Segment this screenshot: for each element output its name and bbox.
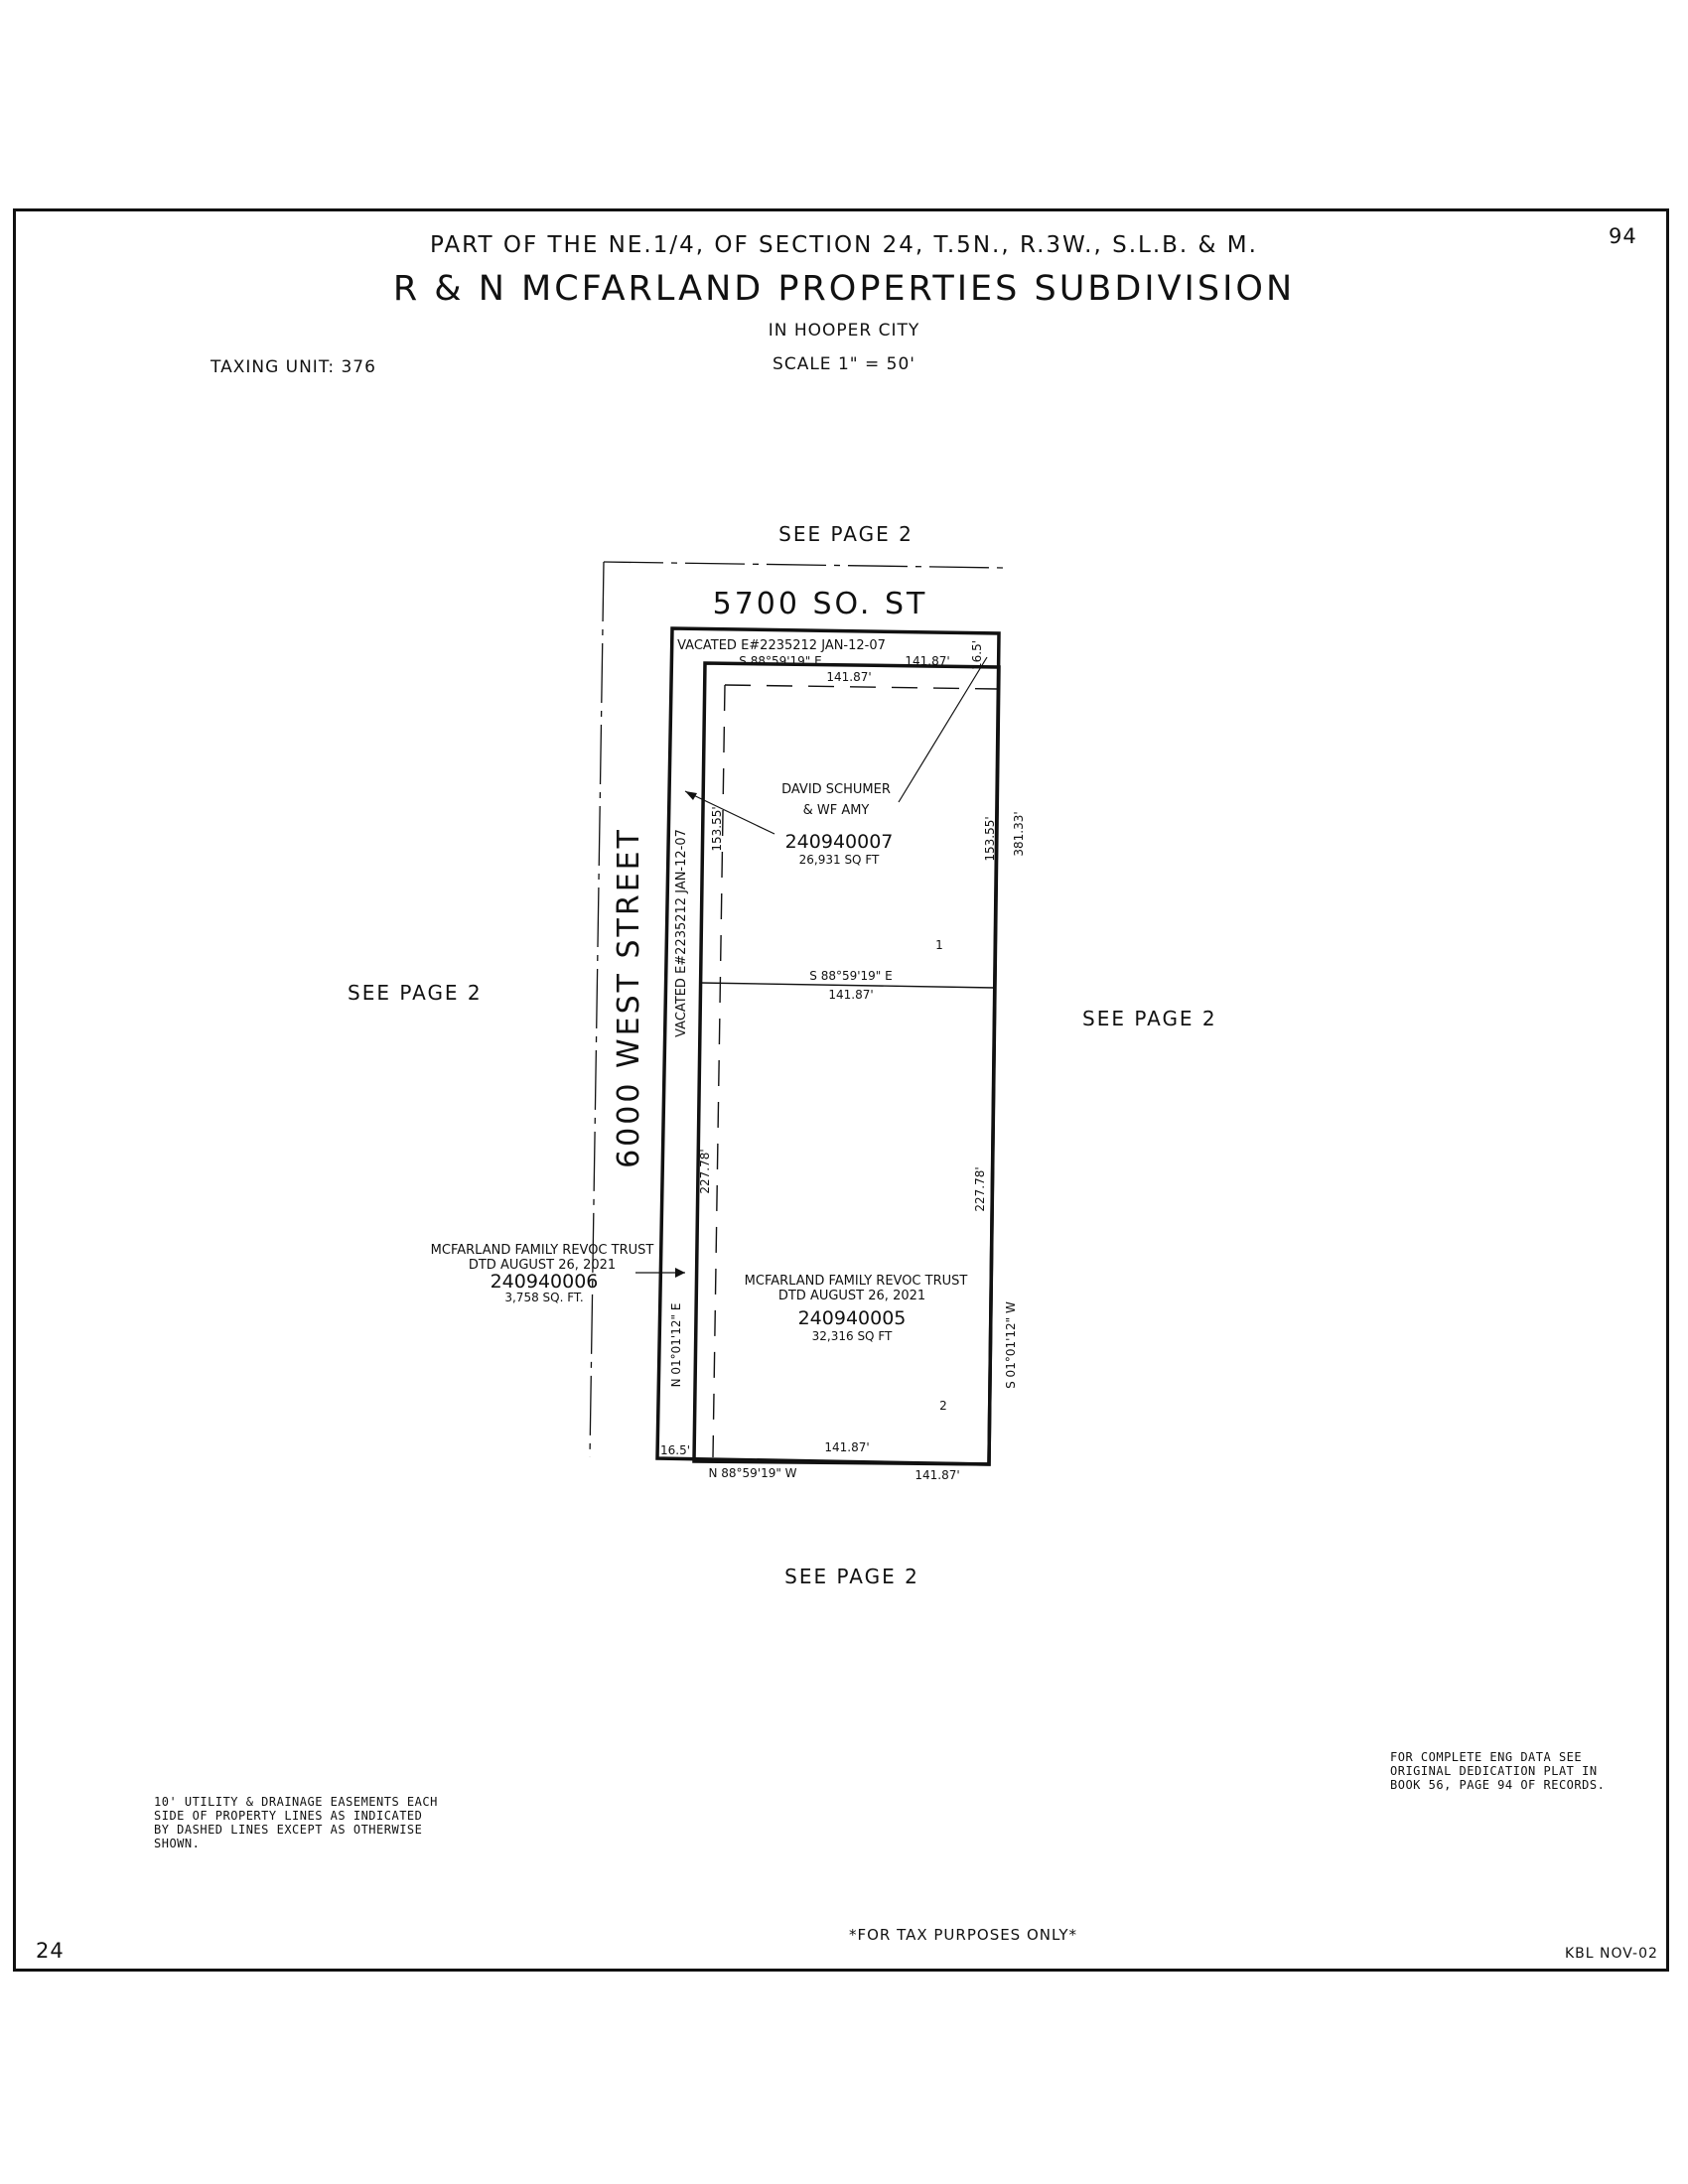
eng-data-note: FOR COMPLETE ENG DATA SEE ORIGINAL DEDIC… <box>1390 1750 1606 1792</box>
street-centerline-north <box>603 561 1004 569</box>
dim-top-bearing: S 88°59'19" E <box>739 654 821 668</box>
dim-mid-bearing: S 88°59'19" E <box>809 969 892 983</box>
see-page-west: SEE PAGE 2 <box>348 981 483 1005</box>
easement-note: 10' UTILITY & DRAINAGE EASEMENTS EACH SI… <box>154 1795 438 1850</box>
strip-owner: MCFARLAND FAMILY REVOC TRUST <box>431 1243 654 1258</box>
vacated-north-label: VACATED E#2235212 JAN-12-07 <box>677 638 886 653</box>
page-number: 94 <box>1609 224 1637 248</box>
lot1-parcel-id: 240940007 <box>785 831 894 853</box>
scale-label: SCALE 1" = 50' <box>773 354 915 374</box>
dim-bottom-outer: 141.87' <box>914 1468 959 1482</box>
dim-lot1-east: 153.55' <box>983 816 997 861</box>
dim-bottom-inner: 141.87' <box>824 1440 869 1454</box>
arrowhead-strip <box>675 1268 685 1278</box>
vacated-west-label: VACATED E#2235212 JAN-12-07 <box>674 829 689 1037</box>
leader-vacated-north <box>898 656 988 803</box>
dim-top-outer: 141.87' <box>905 654 949 668</box>
drafter-stamp: KBL NOV-02 <box>1565 1946 1658 1962</box>
see-page-south: SEE PAGE 2 <box>784 1565 919 1588</box>
lot1-owner-spouse: & WF AMY <box>803 803 870 818</box>
lot2-owner-date: DTD AUGUST 26, 2021 <box>778 1289 925 1303</box>
lot2-area: 32,316 SQ FT <box>812 1329 893 1343</box>
map-border <box>13 208 1669 1972</box>
taxing-unit: TAXING UNIT: 376 <box>211 357 376 377</box>
lot2-number: 2 <box>939 1399 947 1413</box>
dim-mid-dist: 141.87' <box>828 988 873 1002</box>
dim-west-bearing: N 01°01'12" E <box>669 1303 683 1388</box>
dim-bottom-bearing: N 88°59'19" W <box>708 1466 796 1480</box>
tax-purposes-note: *FOR TAX PURPOSES ONLY* <box>848 1926 1078 1944</box>
dim-bottom-width: 16.5' <box>660 1443 690 1457</box>
dim-top-width: 16.5' <box>970 640 984 670</box>
city-label: IN HOOPER CITY <box>768 321 920 341</box>
lot2-owner: MCFARLAND FAMILY REVOC TRUST <box>745 1274 968 1289</box>
strip-owner-date: DTD AUGUST 26, 2021 <box>469 1258 616 1273</box>
lot2-parcel-id: 240940005 <box>798 1307 907 1329</box>
dim-lot2-east: 227.78' <box>973 1166 987 1211</box>
strip-area: 3,758 SQ. FT. <box>504 1291 583 1304</box>
dim-top-inner: 141.87' <box>826 670 871 684</box>
dim-east-bearing: S 01°01'12" W <box>1004 1301 1018 1389</box>
lot1-number: 1 <box>935 938 943 952</box>
see-page-east: SEE PAGE 2 <box>1082 1007 1217 1030</box>
lot1-area: 26,931 SQ FT <box>799 853 880 867</box>
lot-line <box>699 982 996 989</box>
arrowhead-vacated-west <box>685 791 697 800</box>
street-5700-so: 5700 SO. ST <box>713 587 928 621</box>
street-6000-west: 6000 WEST STREET <box>612 827 646 1168</box>
lot1-owner: DAVID SCHUMER <box>781 782 891 797</box>
page-title: R & N MCFARLAND PROPERTIES SUBDIVISION <box>392 269 1296 309</box>
strip-parcel-id: 240940006 <box>491 1271 599 1293</box>
dim-lot2-west: 227.78' <box>698 1149 712 1193</box>
inner-boundary <box>692 661 1001 1466</box>
dim-lot1-west: 153.55' <box>710 806 724 851</box>
see-page-north: SEE PAGE 2 <box>778 522 914 546</box>
street-centerline-west <box>589 561 605 1458</box>
easement-line-west <box>712 684 726 1458</box>
location-description: PART OF THE NE.1/4, OF SECTION 24, T.5N.… <box>430 232 1258 258</box>
leader-vacated-west <box>684 790 775 835</box>
dim-east-total: 381.33' <box>1012 811 1026 856</box>
section-number: 24 <box>36 1939 65 1963</box>
easement-line-north <box>724 684 998 690</box>
